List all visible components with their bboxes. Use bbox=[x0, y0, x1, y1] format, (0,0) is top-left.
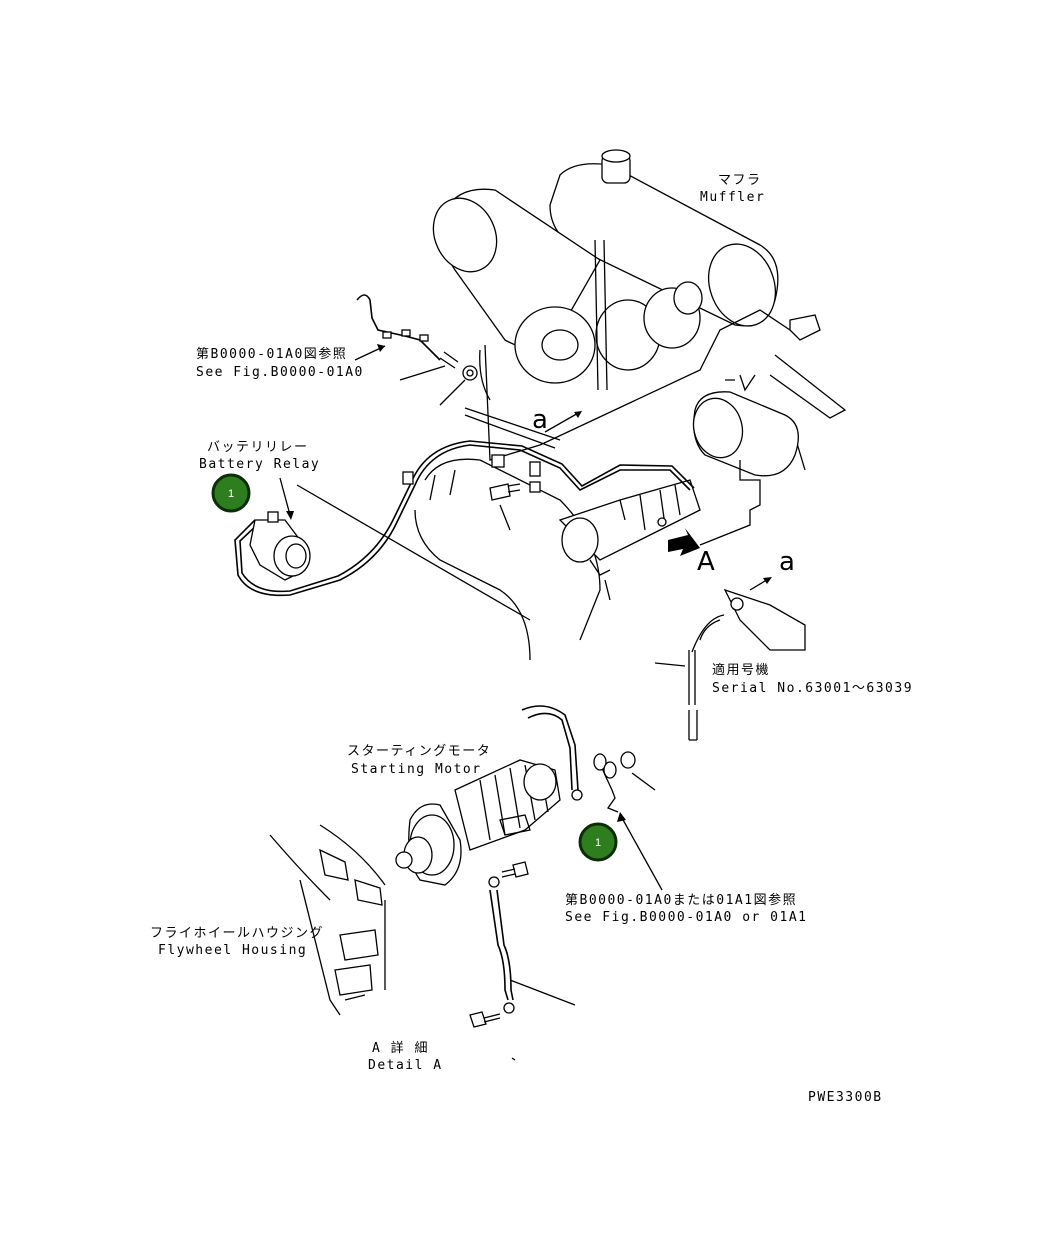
drawing-number: PWE3300B bbox=[808, 1090, 883, 1105]
muffler-label-jp: マフラ bbox=[718, 173, 762, 188]
see-fig1-label-en: See Fig.B0000-01A0 bbox=[196, 365, 364, 380]
battery-relay bbox=[249, 511, 311, 581]
ground-cable bbox=[469, 861, 529, 1028]
battery-cable bbox=[234, 440, 695, 597]
callout-number: 1 bbox=[228, 488, 234, 500]
view-a-lower-label: a bbox=[532, 405, 548, 435]
see-fig2-label-en: See Fig.B0000-01A0 or 01A1 bbox=[565, 910, 808, 925]
serial-label-en: Serial No.63001～63039 bbox=[712, 681, 913, 696]
leader-lines-lower bbox=[509, 772, 663, 1061]
callout-number: 1 bbox=[595, 837, 601, 849]
muffler-label-en: Muffler bbox=[700, 190, 765, 205]
detail-a-label-jp: A 詳 細 bbox=[372, 1040, 429, 1056]
wire-harness-upper bbox=[356, 294, 478, 381]
callout-1-motor[interactable]: 1 bbox=[578, 822, 618, 862]
battery-relay-label-en: Battery Relay bbox=[199, 457, 320, 472]
bolt-upper bbox=[489, 483, 521, 501]
muffler bbox=[549, 149, 779, 327]
flywheel-label-jp: フライホイールハウジング bbox=[150, 926, 324, 941]
starting-motor-upper bbox=[558, 479, 701, 601]
view-a-upper-label: a bbox=[779, 547, 795, 577]
flywheel-label-en: Flywheel Housing bbox=[158, 943, 307, 958]
see-fig1-label-jp: 第B0000-01A0図参照 bbox=[196, 346, 347, 362]
serial-label-jp: 適用号機 bbox=[712, 662, 770, 678]
turbocharger bbox=[514, 239, 703, 391]
view-arrow-a bbox=[668, 528, 700, 556]
callout-1-battery[interactable]: 1 bbox=[211, 473, 251, 513]
flywheel-upper bbox=[414, 458, 601, 661]
see-fig2-label-jp: 第B0000-01A0または01A1図参照 bbox=[565, 892, 797, 908]
flywheel-housing bbox=[269, 824, 386, 1016]
starting-motor-detail bbox=[395, 759, 561, 886]
battery-relay-label-jp: バッテリリレー bbox=[207, 440, 309, 455]
detail-a-label-en: Detail A bbox=[368, 1058, 443, 1073]
cable-detail bbox=[521, 705, 636, 813]
view-a-label: A bbox=[697, 547, 715, 577]
starting-motor-label-en: Starting Motor bbox=[351, 762, 482, 777]
serial-view-detail bbox=[688, 588, 806, 741]
leader-lines-upper bbox=[279, 344, 772, 667]
alternator bbox=[692, 391, 799, 546]
starting-motor-label-jp: スターティングモータ bbox=[347, 744, 491, 759]
